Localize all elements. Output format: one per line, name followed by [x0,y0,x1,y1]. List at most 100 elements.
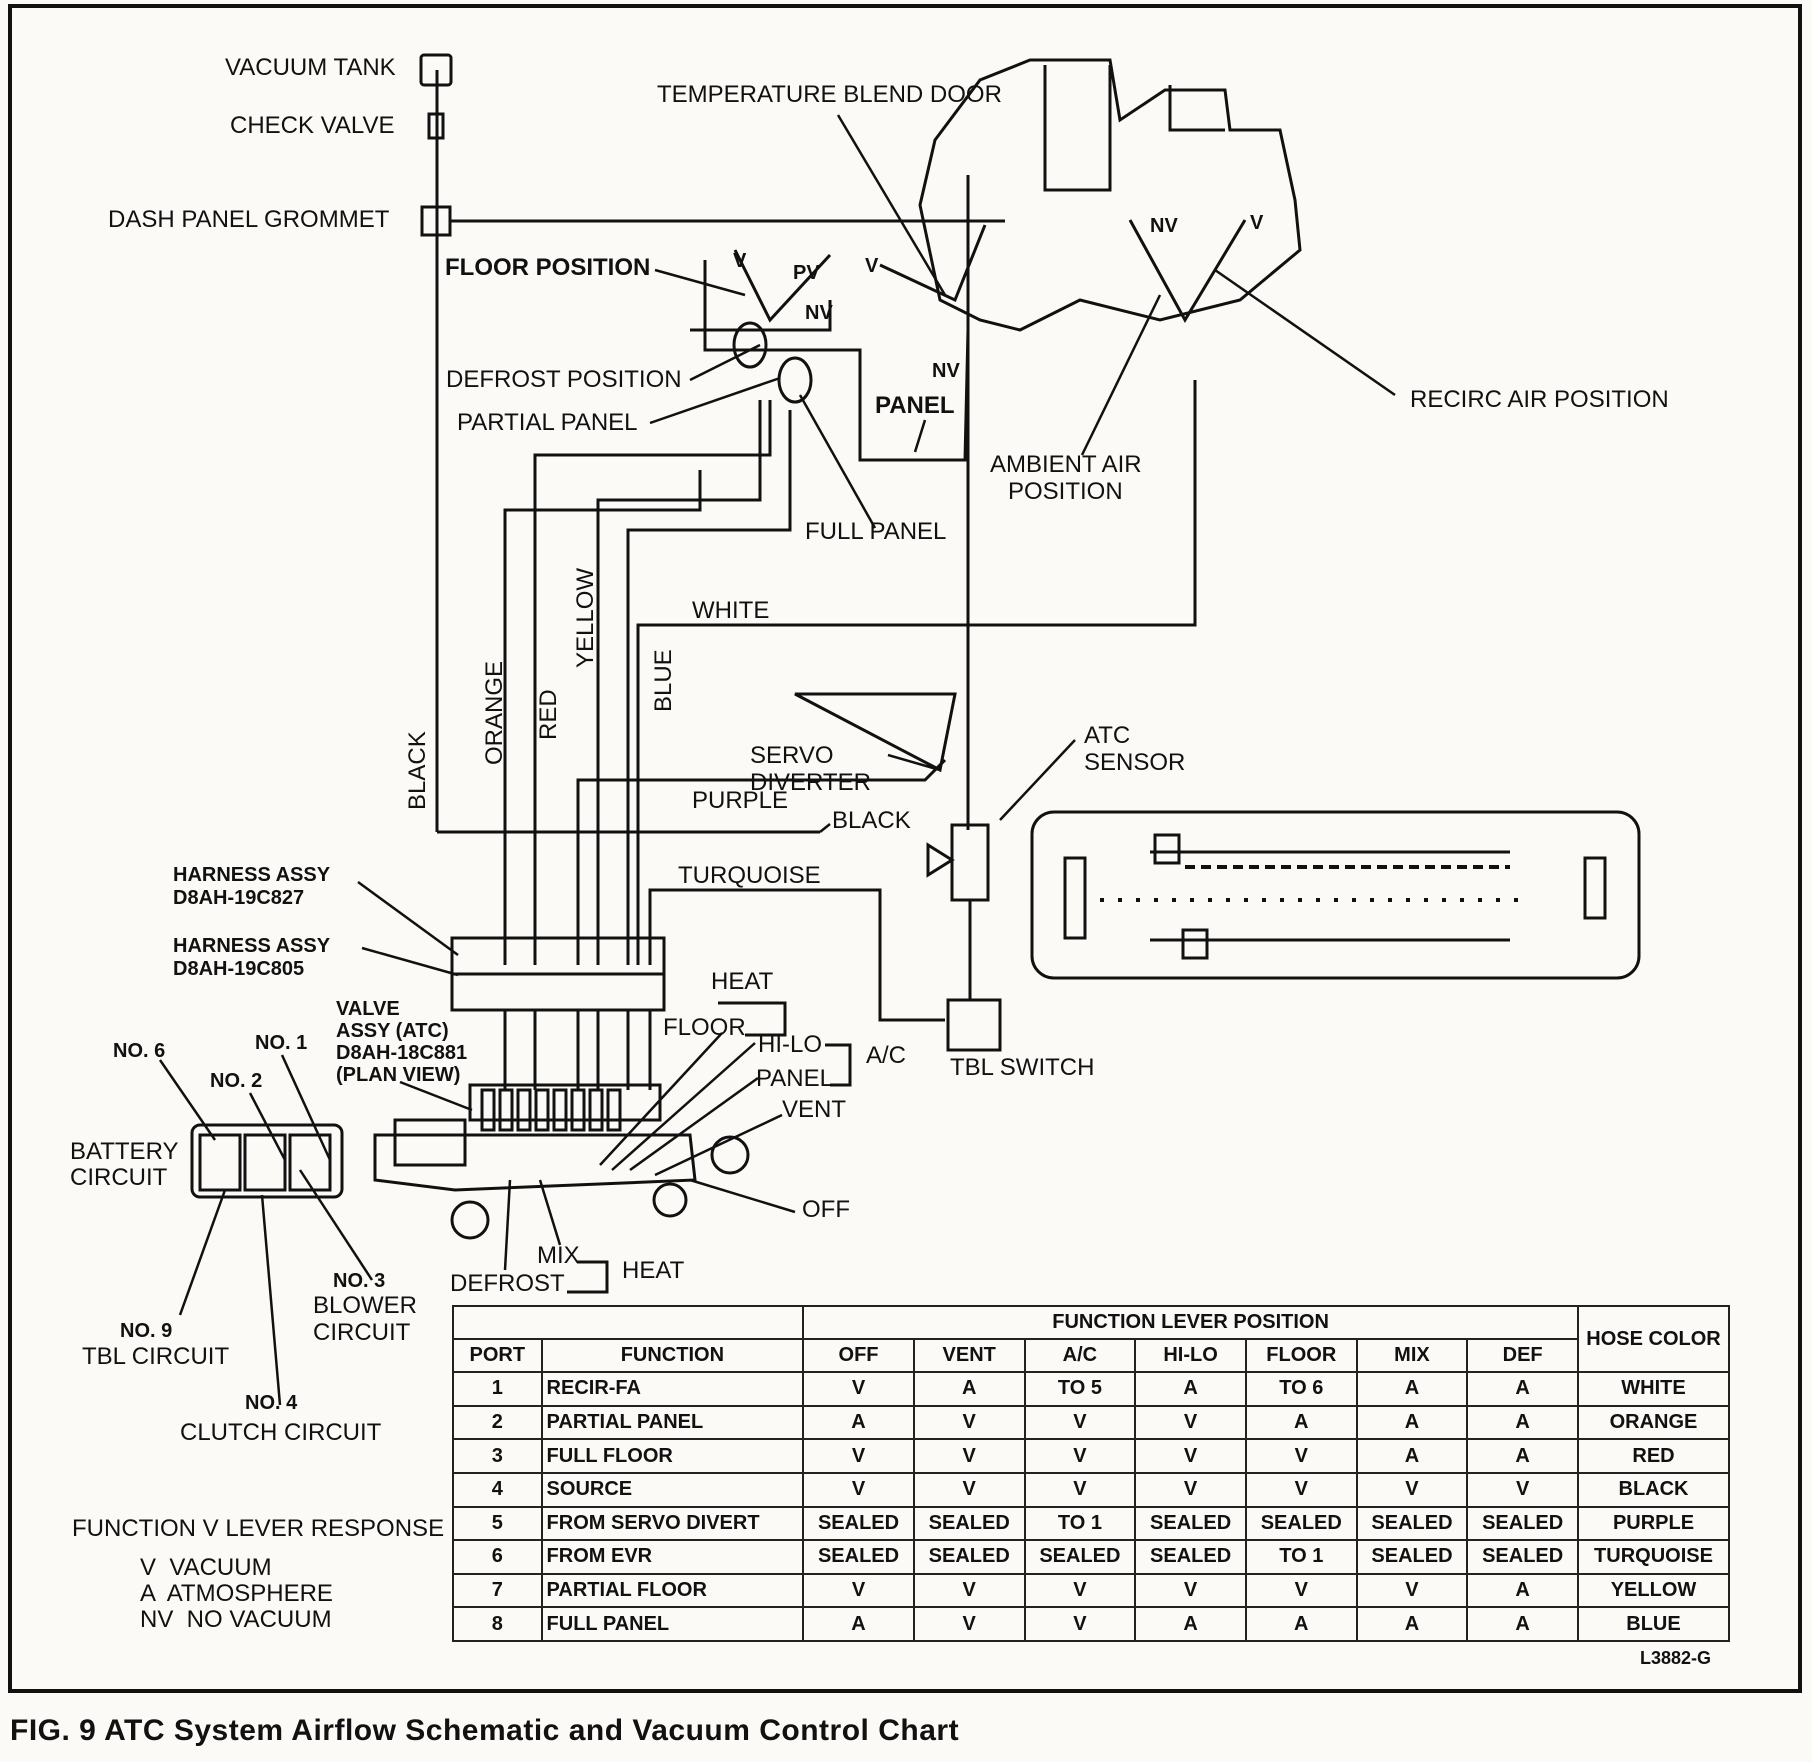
cell-mix: A [1355,1438,1469,1474]
orange-hose [503,470,702,965]
cell-vent: V [912,1471,1026,1508]
cell-off: V [802,1371,915,1407]
cell-ac: V [1023,1471,1137,1508]
servo-diverter [794,692,957,773]
cell-mix: SEALED [1355,1505,1469,1542]
cell-color: TURQUOISE [1577,1539,1730,1575]
cell-off: A [802,1606,915,1642]
door-v1-label: V [733,250,747,272]
cell-ac: V [1023,1572,1137,1609]
valve-assy-label-3: D8AH-18C881 [336,1042,468,1064]
cell-vent: SEALED [912,1539,1026,1575]
defrost-label: DEFROST [450,1270,565,1297]
valve-assy-label-2: ASSY (ATC) [336,1020,449,1042]
figure-caption: FIG. 9 ATC System Airflow Schematic and … [10,1714,960,1747]
hose-color-header: HOSE COLOR [1577,1305,1730,1373]
cell-floor: A [1244,1404,1358,1441]
cell-off: SEALED [802,1539,915,1575]
no3-label: NO. 3 [333,1270,386,1292]
col-def: DEF [1466,1338,1579,1373]
red-hose-label: RED [535,689,562,740]
panel-lever-label: PANEL [756,1065,833,1092]
col-port: PORT [452,1338,543,1373]
col-hilo: HI-LO [1134,1338,1247,1373]
atc-sensor-tip [926,842,955,878]
cell-color: RED [1577,1438,1730,1474]
yellow-hose-label: YELLOW [572,567,599,668]
cell-function: SOURCE [540,1471,805,1508]
hi-lo-label: HI-LO [758,1031,823,1058]
cell-function: PARTIAL FLOOR [540,1572,805,1609]
defrost-position-label: DEFROST POSITION [446,366,682,393]
mix-label: MIX [537,1242,580,1269]
cell-vent: V [912,1606,1026,1642]
cell-ac: SEALED [1023,1539,1137,1575]
defrost-heat-bracket [567,1260,609,1294]
white-hose-label: WHITE [692,597,770,624]
cell-ac: TO 1 [1023,1505,1137,1542]
cell-color: BLUE [1577,1606,1730,1642]
cell-port: 8 [452,1606,543,1642]
cell-color: ORANGE [1577,1404,1730,1441]
cell-def: SEALED [1466,1505,1579,1542]
cell-off: V [802,1471,915,1508]
cell-def: A [1466,1438,1579,1474]
cell-off: A [802,1404,915,1441]
control-head [1030,810,1641,980]
figure-frame [8,4,1802,1693]
door-v2-label: V [865,255,879,277]
door-actuator-1 [879,224,987,303]
cell-port: 7 [452,1572,543,1609]
cell-color: BLACK [1577,1471,1730,1508]
cell-def: A [1466,1404,1579,1441]
no6-label: NO. 6 [113,1040,166,1062]
vacuum-tank [419,53,453,87]
cell-def: V [1466,1471,1579,1508]
cell-floor: TO 6 [1244,1371,1358,1407]
cell-ac: V [1023,1606,1137,1642]
ac-bracket [825,1043,852,1087]
door-v3-label: V [1250,212,1264,234]
tbl-switch-label: TBL SWITCH [950,1054,1095,1081]
col-floor: FLOOR [1244,1338,1358,1373]
no1-label: NO. 1 [255,1032,308,1054]
cell-color: YELLOW [1577,1572,1730,1609]
cell-port: 6 [452,1539,543,1575]
recirc-air-position-label: RECIRC AIR POSITION [1410,386,1669,413]
red-hose [533,400,772,965]
cell-function: FROM EVR [540,1539,805,1575]
tbl-circuit-label: TBL CIRCUIT [82,1343,230,1370]
orange-hose-label: ORANGE [481,660,508,765]
cell-def: A [1466,1606,1579,1642]
cell-hilo: V [1134,1471,1247,1508]
cell-ac: V [1023,1404,1137,1441]
temperature-blend-door-label: TEMPERATURE BLEND DOOR [657,81,1002,108]
harness-assy-2-part: D8AH-19C805 [173,958,305,980]
col-ac: A/C [1023,1338,1137,1373]
cell-off: V [802,1572,915,1609]
sensor-label: SENSOR [1084,749,1186,776]
cell-port: 4 [452,1471,543,1508]
cell-vent: V [912,1572,1026,1609]
cell-floor: V [1244,1438,1358,1474]
cell-floor: V [1244,1572,1358,1609]
ac-label: A/C [866,1042,907,1069]
function-lever-position-header: FUNCTION LEVER POSITION [802,1305,1579,1340]
purple-hose-label: PURPLE [692,787,789,814]
vacuum-control-chart: FUNCTION LEVER POSITION HOSE COLOR PORT … [451,1305,1730,1642]
cell-hilo: A [1134,1371,1247,1407]
cell-mix: V [1355,1471,1469,1508]
floor-position-label: FLOOR POSITION [445,254,651,281]
legend-title: FUNCTION V LEVER RESPONSE [72,1515,445,1542]
door-actuator-2 [1128,219,1247,324]
cell-def: A [1466,1371,1579,1407]
off-label: OFF [802,1196,850,1223]
cell-off: SEALED [802,1505,915,1542]
tbl-switch-box [946,998,1002,1052]
door-actuator-3 [733,249,832,323]
